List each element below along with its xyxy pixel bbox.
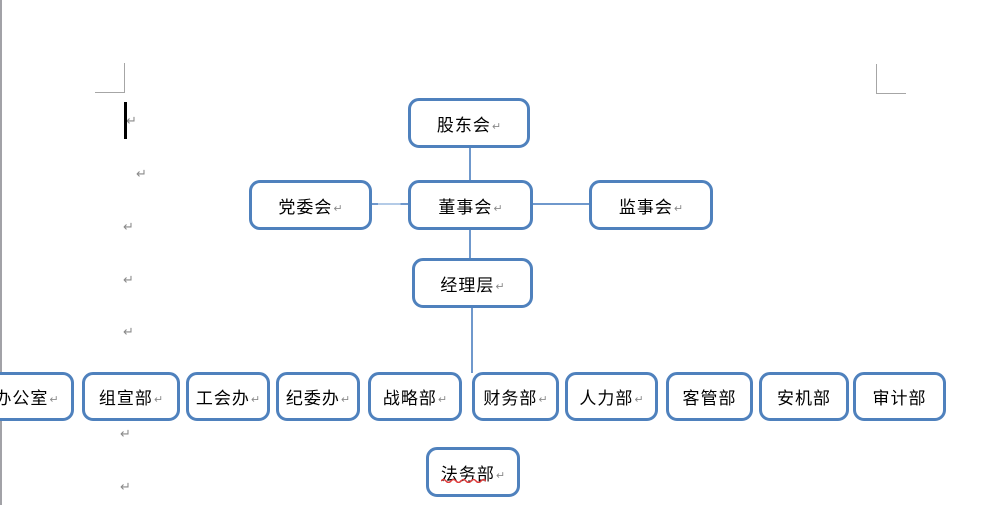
connector-board-management[interactable] [469,229,471,259]
paragraph-mark-icon: ↵ [123,325,134,340]
org-node-label: 客管部 [682,389,737,409]
org-node-shareholders[interactable]: 股东会↵ [408,98,530,148]
paragraph-mark-icon: ↵ [493,201,503,215]
org-node-dept-finance[interactable]: 财务部↵ [472,372,559,421]
org-node-dept-customer[interactable]: 客管部 [666,372,753,421]
paragraph-mark-icon: ↵ [126,114,137,129]
paragraph-mark-icon: ↵ [673,201,684,215]
org-node-dept-legal[interactable]: 法务部↵ [426,447,520,497]
org-node-dept-hr[interactable]: 人力部↵ [565,372,658,421]
org-node-label: 战略部 [382,389,437,409]
org-node-label: 监事会 [618,197,673,218]
org-node-dept-union[interactable]: 工会办↵ [186,372,270,421]
spellcheck-underline-icon [441,478,486,483]
org-node-label: 人力部 [579,389,634,409]
org-node-label: 经理层 [440,275,495,296]
window-left-border [0,0,2,505]
org-node-label: 股东会 [436,115,491,136]
page-margin-corner-right-vertical [876,64,877,94]
org-node-label: 组宣部 [98,389,153,409]
connector-shareholders-board[interactable] [469,147,471,181]
paragraph-mark-icon: ↵ [136,167,147,182]
paragraph-mark-icon: ↵ [250,393,261,406]
paragraph-mark-icon: ↵ [491,119,502,133]
paragraph-mark-icon: ↵ [120,480,131,495]
paragraph-mark-icon: ↵ [123,220,134,235]
org-node-label: 党委会 [278,197,333,218]
org-node-label: 安机部 [777,389,831,409]
org-node-label: 办公室 [0,389,49,409]
paragraph-mark-icon: ↵ [120,427,131,442]
page-margin-corner-right-horizontal [876,93,906,94]
org-node-label: 审计部 [872,389,927,409]
org-node-dept-discipline[interactable]: 纪委办↵ [276,372,360,421]
paragraph-mark-icon: ↵ [123,273,134,288]
paragraph-mark-icon: ↵ [495,279,505,293]
org-node-label: 财务部 [483,389,538,409]
paragraph-mark-icon: ↵ [340,393,351,406]
paragraph-mark-icon: ↵ [333,201,343,215]
paragraph-mark-icon: ↵ [437,393,448,406]
connector-board-supervisors[interactable] [532,203,590,205]
org-node-label: 纪委办 [285,389,340,409]
connector-management-departments[interactable] [471,307,473,373]
org-node-dept-org-publicity[interactable]: 组宣部↵ [82,372,180,421]
connector-party-board[interactable] [371,203,409,205]
org-node-label: 工会办 [195,389,250,409]
org-node-supervisors[interactable]: 监事会↵ [589,180,713,230]
org-node-label: 董事会 [438,197,493,218]
paragraph-mark-icon: ↵ [634,393,644,406]
page-margin-corner-left-horizontal [95,92,125,93]
org-node-dept-security[interactable]: 安机部 [759,372,849,421]
org-node-dept-audit[interactable]: 审计部 [853,372,946,421]
org-node-board[interactable]: 董事会↵ [408,180,533,230]
text-cursor [124,102,127,139]
org-node-management[interactable]: 经理层↵ [412,258,533,308]
org-node-party-committee[interactable]: 党委会↵ [249,180,372,230]
org-node-dept-strategy[interactable]: 战略部↵ [368,372,462,421]
org-node-dept-office[interactable]: 办公室↵ [0,372,74,421]
page-margin-corner-left-vertical [124,63,125,93]
paragraph-mark-icon: ↵ [153,393,164,406]
paragraph-mark-icon: ↵ [49,393,59,406]
paragraph-mark-icon: ↵ [495,468,506,482]
paragraph-mark-icon: ↵ [538,393,548,406]
